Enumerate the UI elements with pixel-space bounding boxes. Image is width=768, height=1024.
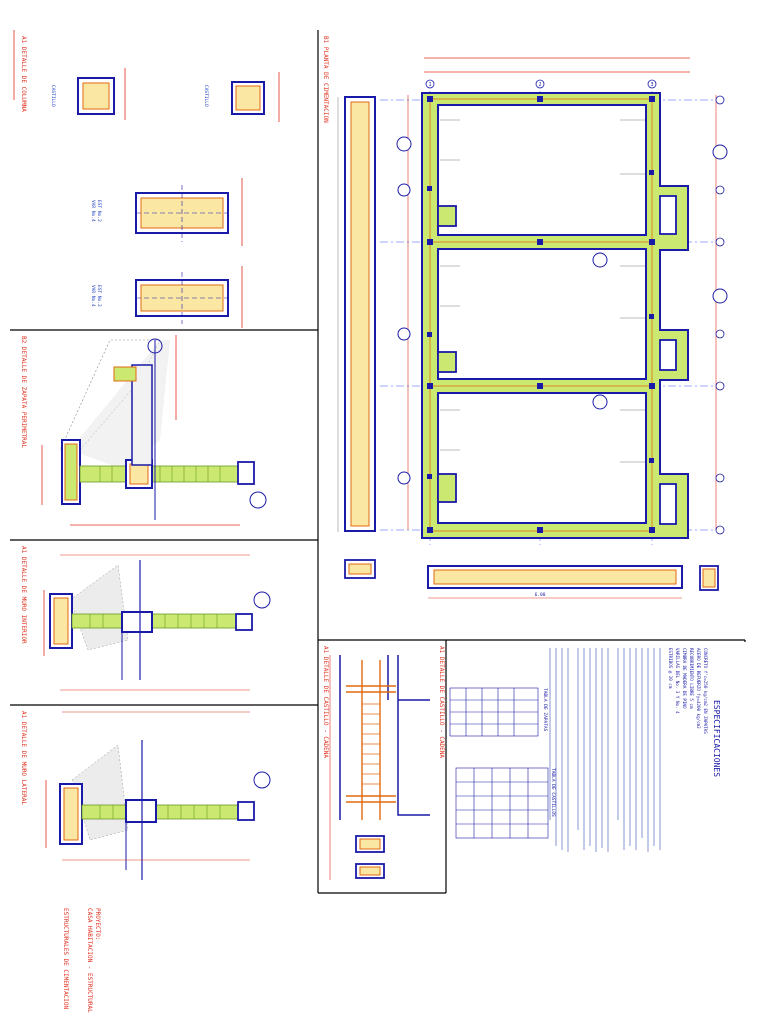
panel-frame: [10, 30, 746, 894]
note-line-1: CONCRETO f'c=250 kg/cm2 EN ZAPATAS: [703, 648, 708, 734]
svg-text:A1 DETALLE DE CASTILLO - CADEN: A1 DETALLE DE CASTILLO - CADENA: [438, 646, 445, 758]
note-line-5: VARILLAS DEL No. 3 Y No. 4: [675, 648, 680, 714]
panel-foundation-plan: B1 PLANTA DE CIMENTACION: [322, 36, 728, 599]
svg-text:EST No.2: EST No.2: [96, 285, 102, 307]
svg-text:CASTILLO: CASTILLO: [50, 85, 56, 107]
section-marker-5: [592, 252, 608, 268]
section-marker-2: [397, 183, 411, 197]
panel-column-sections: A1 DETALLE DE COLUMNA VAR No.4 EST No.2 …: [13, 30, 280, 328]
axis-1-label: 1: [428, 82, 431, 88]
axis-2-label: 2: [538, 82, 541, 88]
section-marker-3: [397, 327, 411, 341]
panel-title-b: B2 DETALLE DE ZAPATA PERIMETRAL: [20, 336, 27, 448]
section-marker-4: [397, 471, 411, 485]
footing-table: [449, 687, 539, 737]
svg-text:CASTILLO: CASTILLO: [203, 85, 209, 107]
panel-interior-wall: A1 DETALLE DE MURO INTERIOR: [20, 546, 271, 691]
note-line-3: RECUBRIMIENTO LIBRE 5 cm: [689, 648, 694, 709]
panel-perimeter-footing: B2 DETALLE DE ZAPATA PERIMETRAL: [20, 335, 267, 526]
note-line-4: CIMBRA DE MADERA DE PINO: [682, 648, 687, 709]
project-line-2: CASA HABITACION - ESTRUCTURAL: [86, 908, 93, 1013]
panel-title-elev: A1 DETALLE DE CASTILLO - CADENA: [322, 646, 329, 758]
section-marker-6: [592, 394, 608, 410]
table1-title: TABLA DE ZAPATAS: [542, 688, 548, 732]
plan-dim-label: 6.00: [535, 592, 546, 598]
project-title-block: PROYECTO: CASA HABITACION - ESTRUCTURAL …: [62, 908, 101, 1013]
section-marker-1: [396, 136, 412, 152]
panel-title-plan: B1 PLANTA DE CIMENTACION: [322, 36, 329, 123]
panel-lateral-wall: A1 DETALLE DE MURO LATERAL: [20, 711, 271, 880]
panel-title-c: A1 DETALLE DE MURO INTERIOR: [20, 546, 27, 644]
panel-title-a: A1 DETALLE DE COLUMNA: [20, 36, 27, 112]
section-marker-7: [712, 144, 728, 160]
table2-title: TABLA DE CASTILLOS: [550, 768, 556, 817]
panel-specifications: ESPECIFICACIONES CONCRETO f'c=250 kg/cm2…: [449, 648, 721, 852]
svg-text:VAR No.4: VAR No.4: [90, 200, 96, 222]
note-line-6: ESTRIBOS @ 20 cm: [668, 648, 673, 689]
notes-heading: ESPECIFICACIONES: [712, 700, 721, 777]
castillo-table: [455, 767, 549, 839]
room-2: [437, 248, 647, 380]
note-line-2: ACERO DE REFUERZO fy=4200 kg/cm2: [696, 648, 701, 729]
project-line-3: ESTRUCTURALES DE CIMENTACION: [62, 908, 69, 1010]
section-marker-8: [712, 288, 728, 304]
panel-title-d: A1 DETALLE DE MURO LATERAL: [20, 711, 27, 805]
svg-text:VAR No.4: VAR No.4: [90, 285, 96, 307]
room-1: [437, 104, 647, 236]
project-line-1: PROYECTO:: [94, 908, 101, 941]
panel-castillo-detail: A1 DETALLE DE CASTILLO - CADENA A1 DETAL…: [322, 646, 445, 880]
axis-3-label: 3: [650, 82, 653, 88]
room-3: [437, 392, 647, 524]
svg-text:EST No.2: EST No.2: [96, 200, 102, 222]
